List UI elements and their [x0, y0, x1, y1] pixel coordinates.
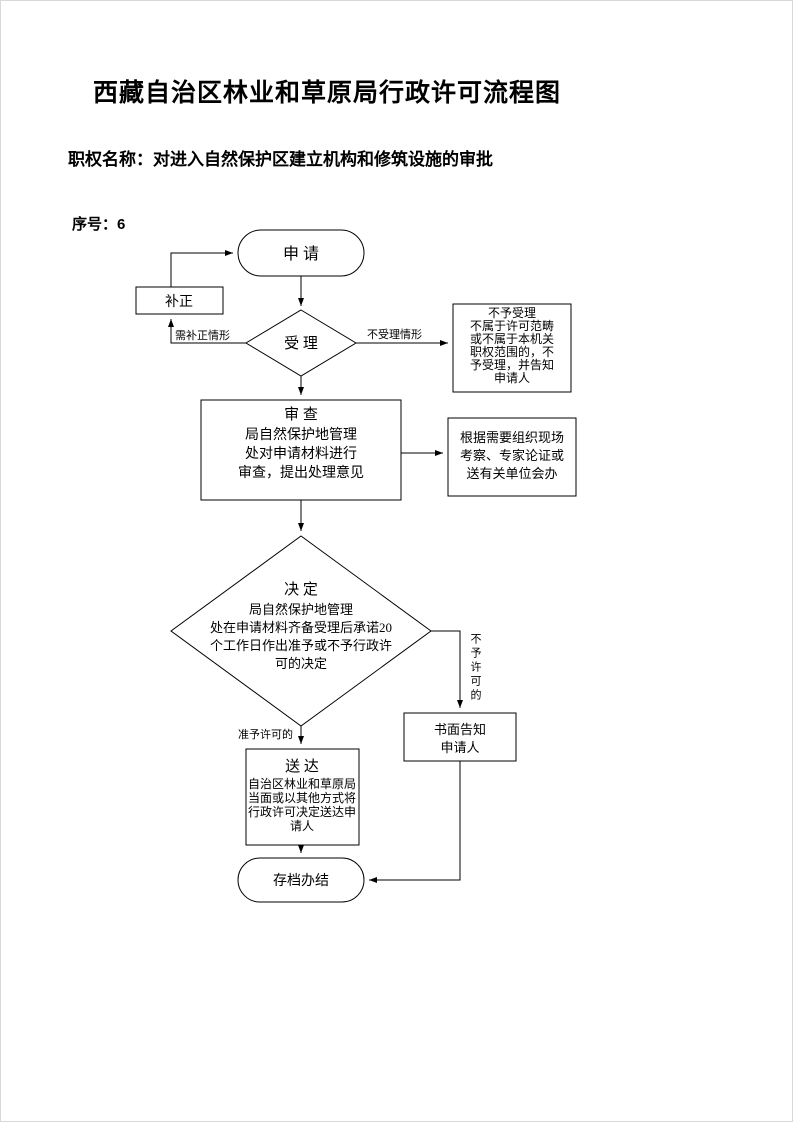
accept-node-label: 受 理 [284, 335, 318, 352]
deliver-node [245, 748, 360, 846]
accept-decision-node [245, 309, 357, 377]
decision-line: 个工作日作出准予或不予行政许 [210, 638, 392, 653]
decision-line: 处在申请材料齐备受理后承诺20 [210, 620, 392, 635]
apply-node [237, 229, 365, 277]
reject-line: 不属于许可范畴 [470, 319, 554, 333]
onsite-inspection-box [447, 417, 577, 497]
deliver-node-title: 送 达 [285, 758, 319, 775]
label-not-accepted: 不受理情形 [367, 328, 422, 341]
review-line: 审查，提出处理意见 [238, 464, 364, 481]
onsite-line: 送有关单位会办 [466, 466, 557, 481]
review-line: 处对申请材料进行 [245, 446, 357, 462]
reject-line: 申请人 [494, 371, 530, 385]
reject-line: 不予受理 [488, 306, 536, 320]
authority-name-heading: 职权名称：对进入自然保护区建立机构和修筑设施的审批 [68, 150, 493, 169]
archive-node [237, 857, 365, 903]
review-node [200, 399, 402, 501]
arrow-accept-to-correction [168, 319, 246, 344]
serial-number: 序号：6 [72, 216, 126, 233]
arrow-decision-to-notify [431, 630, 463, 708]
page-title: 西藏自治区林业和草原局行政许可流程图 [93, 79, 562, 107]
correction-node-label: 补正 [165, 294, 193, 310]
deliver-line: 自治区林业和草原局 [248, 777, 356, 791]
apply-node-label: 申 请 [283, 245, 319, 263]
deliver-line: 当面或以其他方式将 [248, 790, 356, 805]
arrow-correction-to-apply [170, 250, 233, 287]
deliver-line: 行政许可决定送达申 [248, 804, 356, 819]
decision-node [170, 535, 432, 727]
label-need-correction: 需补正情形 [175, 329, 230, 342]
reject-line: 予受理，并告知 [470, 358, 554, 372]
archive-node-label: 存档办结 [273, 873, 329, 889]
reject-info-box [452, 303, 572, 393]
arrow-notify-to-archive [369, 761, 461, 883]
notice-line: 申请人 [440, 740, 479, 755]
notice-line: 书面告知 [434, 722, 486, 737]
decision-line: 可的决定 [275, 656, 327, 671]
onsite-line: 根据需要组织现场 [460, 430, 564, 445]
reject-line: 职权范围的，不 [470, 344, 554, 359]
reject-line: 或不属于本机关 [470, 332, 554, 346]
correction-node [135, 286, 224, 315]
deliver-line: 请人 [290, 819, 314, 833]
label-permit-denied: 不予许可的 [469, 633, 481, 703]
decision-line: 局自然保护地管理 [249, 602, 353, 617]
review-line: 局自然保护地管理 [245, 426, 357, 443]
label-permit-granted: 准予许可的 [238, 727, 293, 741]
decision-node-title: 决 定 [284, 581, 318, 598]
onsite-line: 考察、专家论证或 [460, 448, 564, 463]
written-notice-node [403, 712, 517, 762]
review-node-title: 审 查 [284, 406, 318, 423]
